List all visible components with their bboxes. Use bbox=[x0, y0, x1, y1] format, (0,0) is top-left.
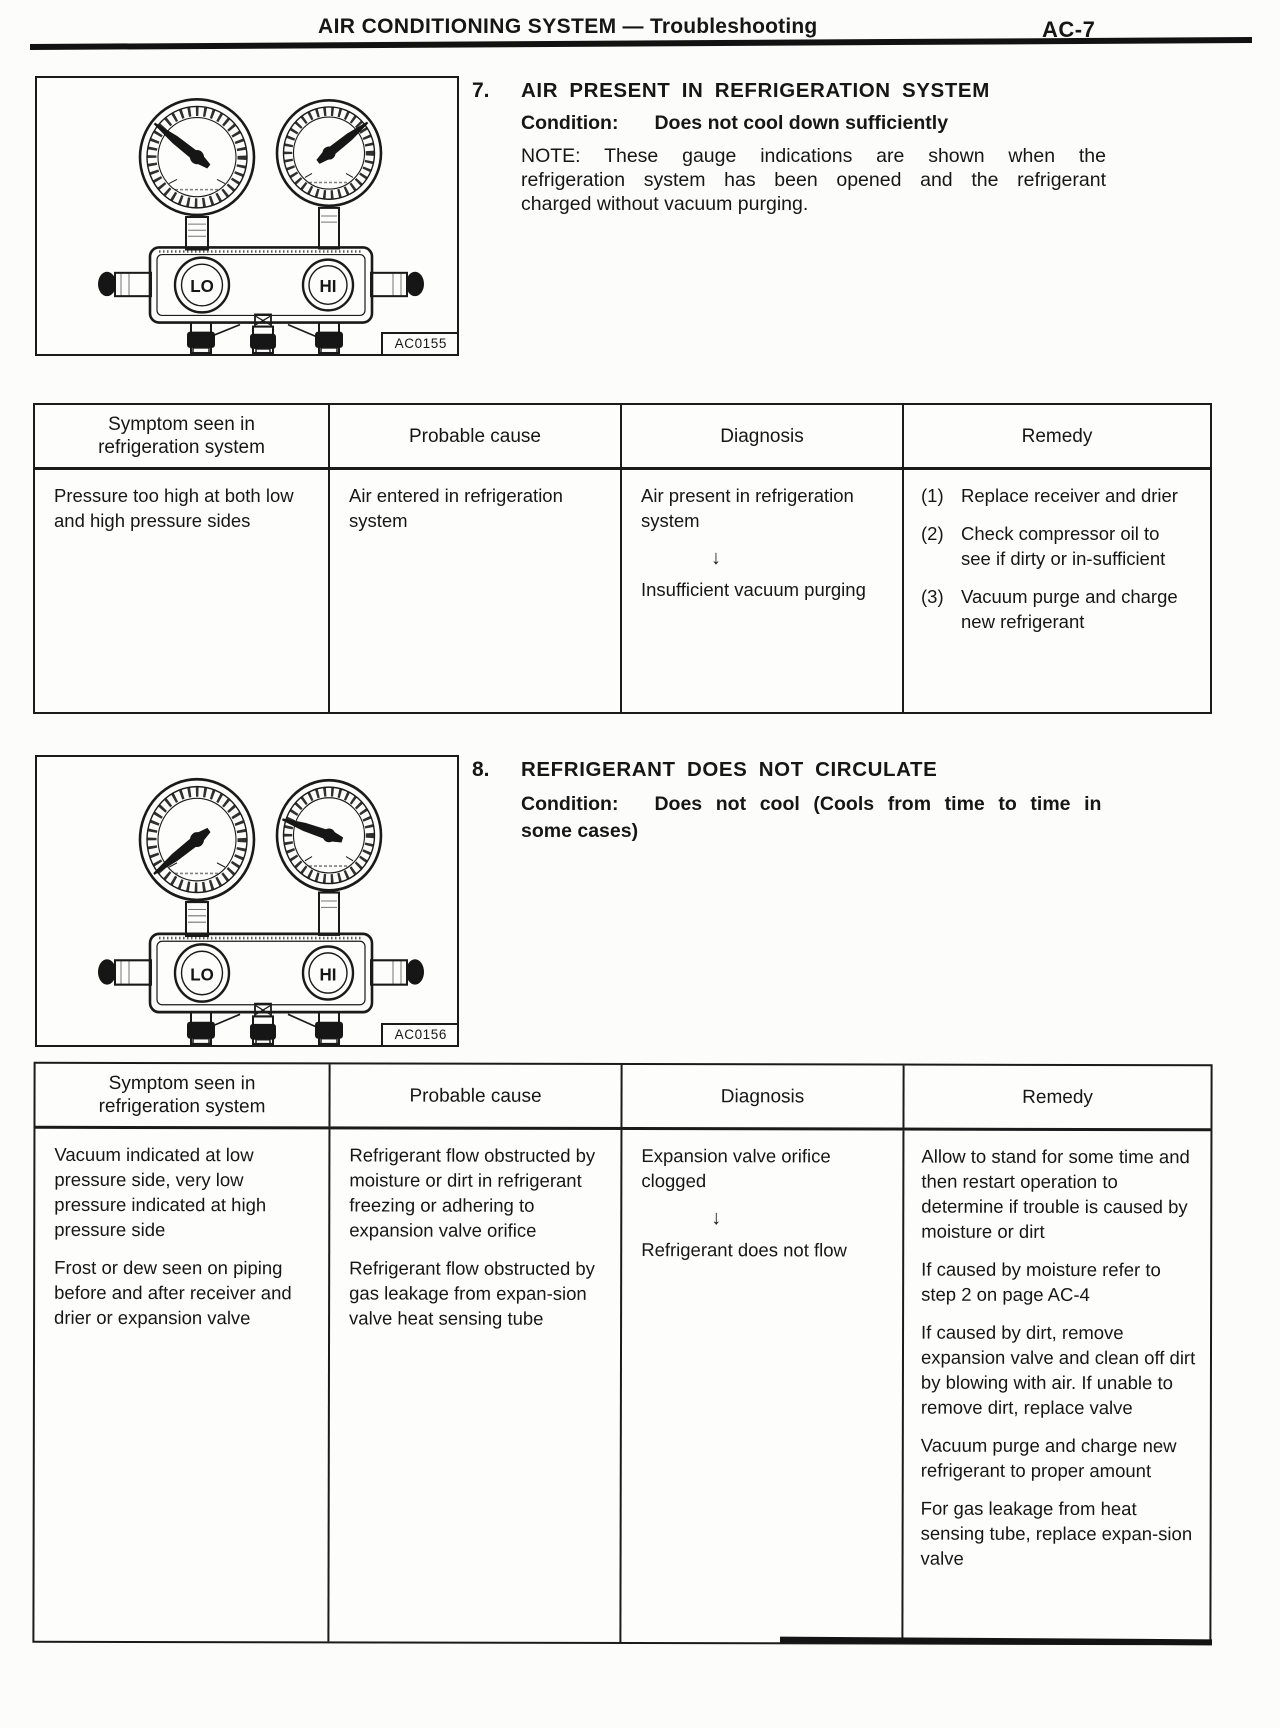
column-header-text: Probable cause bbox=[409, 1085, 542, 1107]
column-header-diagnosis: Diagnosis bbox=[622, 1064, 905, 1128]
side-fittings bbox=[98, 271, 424, 298]
high-pressure-gauge bbox=[275, 778, 383, 892]
manifold-gauge-illustration: LO HI bbox=[98, 777, 424, 1045]
note-line: charged without vacuum purging. bbox=[521, 193, 809, 215]
column-header-text: Remedy bbox=[1021, 425, 1093, 447]
troubleshooting-table-no-circulation: Symptom seen in refrigeration system Pro… bbox=[32, 1061, 1213, 1646]
remedy-cell: Allow to stand for some time and then re… bbox=[903, 1131, 1210, 1644]
column-header-remedy: Remedy bbox=[904, 405, 1210, 467]
note-line: NOTE: These gauge indications are shown … bbox=[521, 145, 1106, 167]
note-line: refrigeration system has been opened and… bbox=[521, 169, 1106, 191]
section-7-condition: Condition: Does not cool down sufficient… bbox=[521, 112, 1121, 135]
condition-label: Condition: bbox=[521, 793, 619, 815]
remedy-item-number: (3) bbox=[921, 586, 944, 607]
low-pressure-gauge bbox=[138, 97, 256, 217]
diagnosis-cell: Expansion valve orifice clogged ↓ Refrig… bbox=[621, 1129, 905, 1643]
remedy-item-text: Vacuum purge and charge new refrigerant bbox=[961, 586, 1178, 632]
column-header-remedy: Remedy bbox=[904, 1066, 1210, 1129]
figure-code: AC0156 bbox=[380, 1023, 457, 1045]
down-arrow-icon: ↓ bbox=[711, 547, 721, 569]
remedy-cell: (1) Replace receiver and drier (2) Check… bbox=[904, 470, 1210, 712]
header-title-main: AIR CONDITIONING SYSTEM bbox=[318, 15, 617, 38]
manifold-body: LO HI bbox=[148, 246, 374, 324]
remedy-text: Allow to stand for some time and then re… bbox=[921, 1145, 1190, 1242]
page-header-title: AIR CONDITIONING SYSTEM—Troubleshooting bbox=[318, 15, 817, 39]
remedy-item: (3) Vacuum purge and charge new refriger… bbox=[921, 584, 1198, 634]
remedy-text: If caused by moisture refer to step 2 on… bbox=[921, 1258, 1161, 1305]
remedy-item-number: (2) bbox=[921, 523, 944, 544]
lo-port-label: LO bbox=[190, 277, 214, 296]
remedy-text: Vacuum purge and charge new refrigerant … bbox=[920, 1434, 1177, 1482]
symptom-cell: Vacuum indicated at low pressure side, v… bbox=[34, 1128, 331, 1642]
manifold-body: LO HI bbox=[148, 932, 374, 1014]
spacer bbox=[618, 112, 654, 135]
section-8-condition: Condition: Does not cool (Cools from tim… bbox=[521, 793, 1121, 816]
column-header-symptom: Symptom seen in refrigeration system bbox=[35, 405, 330, 467]
remedy-item-number: (1) bbox=[921, 485, 944, 506]
remedy-item-text: Check compressor oil to see if dirty or … bbox=[961, 523, 1166, 569]
table-row: Vacuum indicated at low pressure side, v… bbox=[34, 1128, 1210, 1644]
cause-text: Refrigerant flow obstructed by gas leaka… bbox=[349, 1257, 595, 1329]
table-header-row: Symptom seen in refrigeration system Pro… bbox=[35, 1063, 1211, 1132]
cause-cell: Refrigerant flow obstructed by moisture … bbox=[329, 1129, 623, 1642]
remedy-text: For gas leakage from heat sensing tube, … bbox=[920, 1497, 1193, 1569]
column-header-text: Symptom seen in refrigeration system bbox=[98, 414, 265, 458]
high-pressure-gauge bbox=[275, 99, 383, 208]
table-header-row: Symptom seen in refrigeration system Pro… bbox=[35, 405, 1210, 470]
column-header-cause: Probable cause bbox=[330, 1064, 623, 1127]
remedy-item-text: Replace receiver and drier bbox=[961, 485, 1178, 506]
cause-cell: Air entered in refrigeration system bbox=[330, 470, 622, 712]
lo-port-label: LO bbox=[190, 964, 214, 985]
condition-text: Does not cool down sufficiently bbox=[654, 112, 949, 134]
table-row: Pressure too high at both low and high p… bbox=[35, 470, 1210, 712]
cause-text: Refrigerant flow obstructed by moisture … bbox=[349, 1144, 596, 1241]
diagnosis-text: Refrigerant does not flow bbox=[641, 1239, 847, 1261]
symptom-text: Frost or dew seen on piping before and a… bbox=[54, 1256, 292, 1329]
hi-port-label: HI bbox=[320, 964, 337, 985]
condition-text: Does not cool (Cools from time to time i… bbox=[654, 793, 1102, 815]
column-header-text: Diagnosis bbox=[720, 425, 804, 447]
gauge-needle bbox=[316, 121, 369, 164]
low-pressure-gauge bbox=[138, 777, 256, 902]
column-header-text: Probable cause bbox=[408, 425, 542, 447]
section-8-number: 8. bbox=[472, 758, 490, 781]
header-title-sub: Troubleshooting bbox=[649, 15, 818, 38]
hi-port-label: HI bbox=[320, 277, 337, 296]
column-header-text: Remedy bbox=[1022, 1086, 1093, 1108]
diagnosis-text: Insufficient vacuum purging bbox=[641, 579, 866, 600]
side-fittings bbox=[98, 959, 424, 986]
figure-manifold-gauge-high: LO HI bbox=[35, 76, 459, 356]
section-7-number: 7. bbox=[472, 79, 490, 102]
column-header-text: Diagnosis bbox=[720, 1085, 805, 1107]
diagnosis-cell: Air present in refrigeration system ↓ In… bbox=[622, 470, 904, 712]
column-header-symptom: Symptom seen in refrigeration system bbox=[35, 1063, 331, 1127]
remedy-item: (1) Replace receiver and drier bbox=[921, 483, 1198, 508]
diagnosis-text: Expansion valve orifice clogged bbox=[641, 1145, 831, 1192]
spacer bbox=[618, 793, 654, 816]
diagnosis-text: Air present in refrigeration system bbox=[641, 485, 854, 531]
troubleshooting-table-air-present: Symptom seen in refrigeration system Pro… bbox=[33, 403, 1212, 714]
condition-label: Condition: bbox=[521, 112, 619, 134]
symptom-text: Pressure too high at both low and high p… bbox=[54, 485, 294, 531]
figure-code: AC0155 bbox=[380, 332, 457, 354]
column-header-cause: Probable cause bbox=[330, 405, 622, 467]
remedy-item: (2) Check compressor oil to see if dirty… bbox=[921, 521, 1198, 571]
condition-text-line2: some cases) bbox=[521, 820, 639, 842]
figure-manifold-gauge-vacuum: LO HI bbox=[35, 755, 459, 1047]
cause-text: Air entered in refrigeration system bbox=[349, 485, 563, 531]
hose-connections bbox=[187, 1002, 343, 1045]
hose-connections bbox=[187, 313, 343, 354]
section-7-note: NOTE: These gauge indications are shown … bbox=[521, 144, 1106, 216]
section-8-title: REFRIGERANT DOES NOT CIRCULATE bbox=[521, 758, 938, 781]
section-7-title: AIR PRESENT IN REFRIGERATION SYSTEM bbox=[521, 79, 990, 102]
symptom-text: Vacuum indicated at low pressure side, v… bbox=[54, 1143, 267, 1241]
column-header-text: Symptom seen in refrigeration system bbox=[98, 1072, 266, 1118]
header-title-separator: — bbox=[622, 15, 644, 38]
manifold-gauge-illustration: LO HI bbox=[98, 97, 424, 354]
down-arrow-icon: ↓ bbox=[711, 1207, 722, 1230]
column-header-diagnosis: Diagnosis bbox=[622, 405, 904, 467]
remedy-text: If caused by dirt, remove expansion valv… bbox=[920, 1321, 1196, 1419]
symptom-cell: Pressure too high at both low and high p… bbox=[35, 470, 330, 712]
